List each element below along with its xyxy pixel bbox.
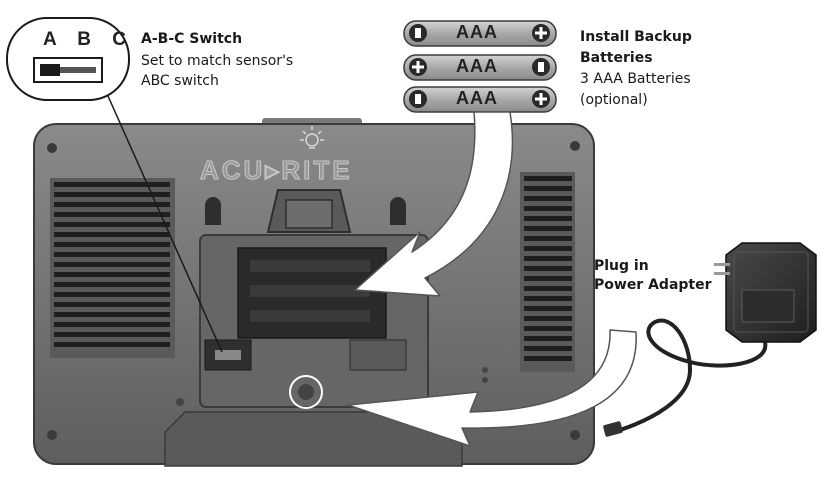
battery-desc-line2: (optional)	[580, 92, 648, 108]
battery-label-3: AAA	[456, 88, 498, 108]
battery-arrow	[354, 111, 514, 297]
power-title-line2: Power Adapter	[594, 277, 712, 293]
battery-label-1: AAA	[456, 22, 498, 42]
abc-callout-bubble	[6, 17, 223, 353]
vent-right	[520, 172, 575, 372]
abc-switch-title: A-B-C Switch	[141, 31, 243, 47]
brand-logo: ACU▸RITE	[200, 155, 353, 186]
power-title-line1: Plug in	[594, 258, 649, 274]
abc-switch-desc-line1: Set to match sensor's	[141, 53, 294, 69]
battery-desc-line1: 3 AAA Batteries	[580, 71, 691, 87]
battery-title-line2: Batteries	[580, 50, 653, 66]
power-adapter	[603, 242, 817, 437]
power-arrow	[347, 329, 637, 447]
vent-left	[50, 178, 175, 358]
battery-title-line1: Install Backup	[580, 29, 692, 45]
battery-stack	[403, 20, 557, 113]
battery-label-2: AAA	[456, 56, 498, 76]
abc-switch-desc-line2: ABC switch	[141, 73, 219, 89]
abc-switch-letters: A B C	[43, 29, 135, 50]
light-bulb-icon	[300, 126, 324, 149]
